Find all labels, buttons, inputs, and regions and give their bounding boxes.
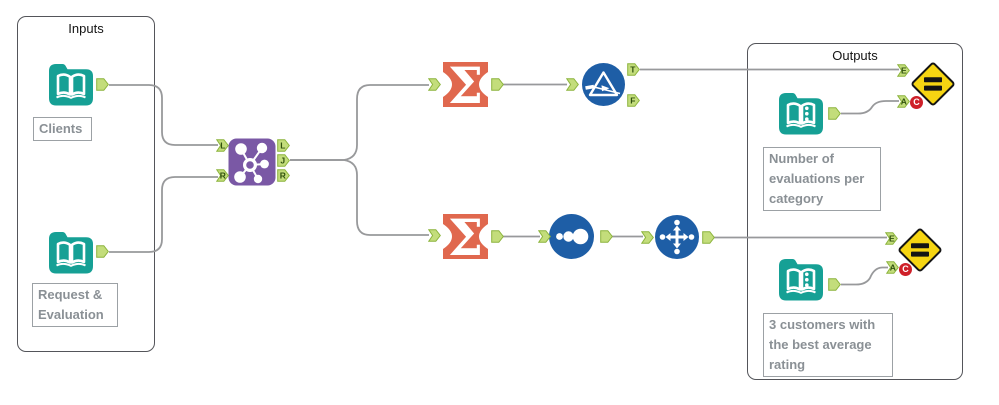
input-data-tool-number-of-evaluations[interactable] (777, 91, 825, 137)
join-output-anchor-r[interactable]: R (277, 169, 290, 182)
input-anchor-arrange[interactable] (641, 231, 654, 244)
filter-output-anchor-true[interactable]: T (627, 63, 640, 76)
join-network-icon (228, 138, 276, 186)
test-bottom-input-anchor-actual[interactable]: A (886, 261, 899, 274)
output-anchor-request[interactable] (96, 245, 109, 258)
input-data-tool-clients[interactable] (47, 62, 95, 108)
svg-text:T: T (630, 65, 636, 75)
output-anchor-browse-top[interactable] (828, 107, 841, 120)
filter-output-anchor-false[interactable]: F (627, 94, 640, 107)
wire-request-to-join-r[interactable] (109, 176, 218, 253)
arrange-tool[interactable] (654, 214, 700, 260)
input-data-tool-best-customers[interactable] (777, 257, 825, 303)
join-output-anchor-l[interactable]: L (277, 139, 290, 152)
input-anchor-summarize-top[interactable] (428, 78, 441, 91)
test-bottom-input-anchor-expected[interactable]: E (885, 232, 898, 245)
svg-text:A: A (901, 97, 907, 107)
svg-text:F: F (630, 96, 635, 106)
svg-text:E: E (889, 234, 895, 244)
summarize-sigma-icon: Σ (441, 208, 490, 267)
join-tool[interactable] (228, 138, 276, 186)
test-top-input-anchor-expected[interactable]: E (897, 64, 910, 77)
sigma-glyph: Σ (448, 56, 483, 115)
inputs-container-title: Inputs (68, 21, 104, 36)
sample-tool[interactable] (548, 213, 595, 260)
summarize-sigma-icon: Σ (441, 56, 490, 115)
svg-text:R: R (280, 171, 286, 181)
input-anchor-filter[interactable] (566, 78, 579, 91)
growing-dots-icon (548, 213, 595, 260)
error-count-badge-bottom[interactable]: C (899, 263, 912, 276)
svg-text:J: J (280, 156, 285, 166)
output-anchor-browse-bottom[interactable] (828, 278, 841, 291)
outputs-container-title: Outputs (832, 48, 878, 63)
svg-text:L: L (280, 141, 285, 151)
output-anchor-sample[interactable] (600, 230, 613, 243)
output-anchor-arrange[interactable] (702, 231, 715, 244)
svg-text:R: R (220, 171, 226, 181)
error-count-badge-top[interactable]: C (910, 96, 923, 109)
input-anchor-summarize-bottom[interactable] (428, 229, 441, 242)
filter-funnel-icon (581, 62, 626, 107)
tool-label-clients[interactable]: Clients (33, 117, 92, 141)
wire-browse-bottom-to-test-bottom-a[interactable] (841, 266, 888, 286)
join-output-anchor-j[interactable]: J (277, 154, 290, 167)
output-anchor-summarize-top[interactable] (491, 78, 504, 91)
test-top-input-anchor-actual[interactable]: A (897, 95, 910, 108)
wire-join-j-to-summarize-top[interactable] (290, 84, 429, 161)
input-data-book-icon (47, 62, 95, 108)
browse-book-icon (777, 257, 825, 303)
input-anchor-sample[interactable] (538, 230, 551, 243)
output-anchor-clients[interactable] (96, 78, 109, 91)
join-input-anchor-left[interactable]: L (216, 139, 229, 152)
output-anchor-summarize-bottom[interactable] (491, 230, 504, 243)
tool-label-request-evaluation[interactable]: Request & Evaluation (32, 283, 118, 327)
wire-browse-top-to-test-top-a[interactable] (841, 100, 899, 115)
svg-text:A: A (890, 263, 896, 273)
svg-text:L: L (220, 141, 225, 151)
input-data-tool-request-evaluation[interactable] (47, 230, 95, 276)
tool-label-number-of-evaluations[interactable]: Number of evaluations per category (763, 147, 881, 211)
sigma-glyph: Σ (448, 208, 483, 267)
browse-book-icon (777, 91, 825, 137)
filter-tool[interactable] (581, 62, 626, 107)
svg-text:E: E (901, 66, 907, 76)
summarize-tool-bottom[interactable]: Σ (441, 208, 490, 267)
input-data-book-icon (47, 230, 95, 276)
summarize-tool-top[interactable]: Σ (441, 56, 490, 115)
wire-join-j-to-summarize-bottom[interactable] (290, 159, 429, 236)
wire-clients-to-join-l[interactable] (109, 84, 218, 146)
join-input-anchor-right[interactable]: R (216, 169, 229, 182)
tool-label-best-customers[interactable]: 3 customers with the best average rating (763, 313, 893, 377)
four-way-arrows-icon (654, 214, 700, 260)
